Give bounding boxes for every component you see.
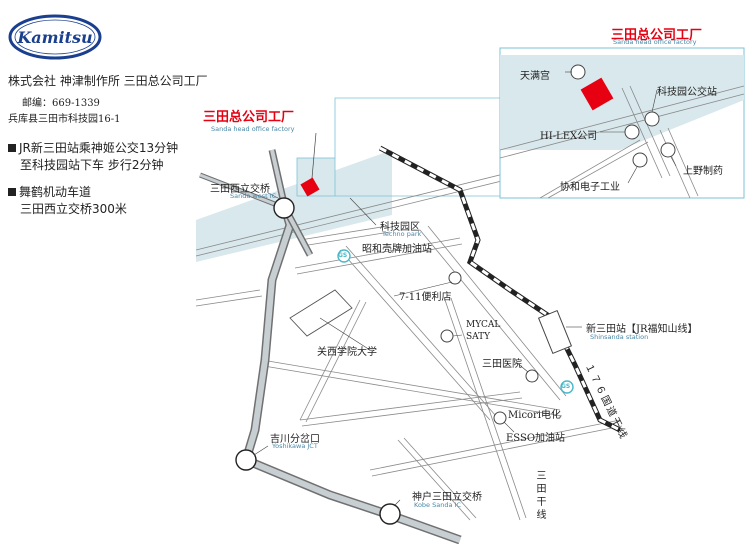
ueno-marker [660,142,676,158]
seven-eleven-marker [448,271,462,285]
sanda-hospital-marker [525,369,539,383]
inset-factory-label-en: Sanda head office factory [613,38,697,46]
mycal-label: MYCAL [466,320,501,330]
inset-factory-label: 三田总公司工厂 [611,28,703,43]
esso-gs-icon: GS [561,383,571,390]
ueno-label: 上野制药 [683,166,723,177]
hi-lex-label: HI-LEX公司 [540,131,598,142]
shinsanda-label-en: Shinsanda station [590,333,649,341]
showa-gs-label: 昭和壳牌加油站 [362,244,432,255]
saty-label: SATY [466,332,491,342]
company-line: 株式会社 神津制作所 三田总公司工厂 [8,74,208,88]
sanda-west-ic-label-en: Sanda west IC [230,192,277,200]
factory-label: 三田总公司工厂 [203,110,295,125]
shinsanda-station-rect [537,309,573,355]
esso-gs-marker [560,380,574,394]
kobe-sanda-label-en: Kobe Sanda IC [414,501,461,509]
expressway [199,149,462,544]
kansai-univ-block [289,289,353,337]
jr-railway-dash [379,146,621,432]
kansai-univ-label: 关西学院大学 [317,347,377,358]
bullet-icon [8,188,16,196]
sanda-west-ic-label: 三田西立交桥 [210,184,270,195]
inset-map [499,47,745,199]
mycal-marker [440,329,454,343]
kyowa-label: 协和电子工业 [560,182,620,193]
micori-label: Micori电化 [508,410,562,421]
sanda-hospital-label: 三田医院 [482,359,522,370]
shinsanda-label: 新三田站【JR福知山线】 [586,324,698,335]
postal-code: 邮编：669-1339 [22,98,100,109]
esso-label: ESSO加油站 [506,433,566,444]
sanda-trunk-label: 三田干线 [534,470,545,522]
sanda-west-ic-marker [273,197,295,219]
yoshikawa-jct-marker [235,449,257,471]
seven-eleven-label: 7-11便利店 [399,292,452,303]
tenmangu-label: 天满宫 [520,71,550,82]
route-jr: JR新三田站乘神姬公交13分钟 至科技园站下车 步行2分钟 [8,140,178,174]
inset-factory-marker [580,77,614,111]
kobe-sanda-ic-marker [379,503,401,525]
kyowa-marker [632,152,648,168]
techpark-bus-marker [644,111,660,127]
hi-lex-marker [624,124,640,140]
factory-highlight-box [296,157,336,197]
svg-text:Kamitsu: Kamitsu [16,28,92,47]
factory-marker [300,177,320,197]
kobe-sanda-label: 神户三田立交桥 [412,492,482,503]
techpark-bus-label: 科技园公交站 [657,87,717,98]
route-expressway: 舞鹤机动车道 三田西立交桥300米 [8,184,127,218]
postal-address: 邮编：669-1339 兵库县三田市科技园16-1 [8,96,120,128]
bullet-icon [8,144,16,152]
tenmangu-marker [570,64,586,80]
inset-connector [334,97,500,158]
techno-park-label-en: Techno park [382,230,422,238]
showa-gs-icon: GS [338,252,348,259]
techno-park-label: 科技园区 [380,222,420,233]
yoshikawa-label-en: Yoshikawa JCT [272,442,318,450]
micori-marker [493,411,507,425]
factory-label-en: Sanda head office factory [211,125,295,133]
yoshikawa-label: 吉川分岔口 [270,434,320,445]
street-address: 兵库县三田市科技园16-1 [8,114,121,125]
showa-gs-marker [337,249,351,263]
kamitsu-logo: Kamitsu [8,14,102,60]
